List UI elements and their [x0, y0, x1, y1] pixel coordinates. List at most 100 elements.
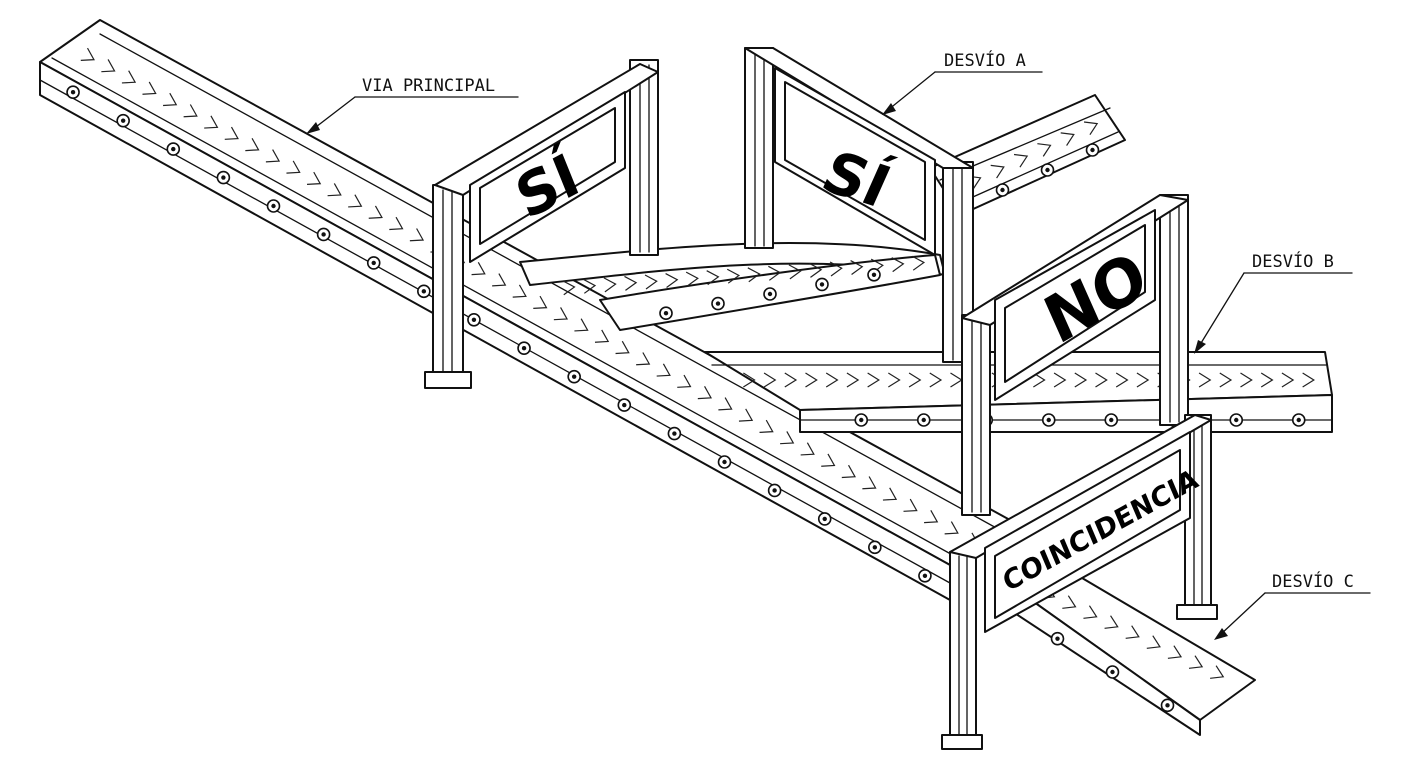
- belt-chevron: [1062, 595, 1077, 609]
- belt-chevron: [101, 59, 116, 73]
- belt-chevron: [1033, 372, 1046, 388]
- roller-hub: [672, 431, 677, 436]
- roller-hub: [271, 203, 276, 209]
- belt-chevron: [829, 261, 843, 277]
- roller-hub: [859, 417, 864, 423]
- roller-hub: [471, 317, 477, 322]
- belt-chevron: [862, 476, 877, 490]
- belt-chevron: [1136, 372, 1150, 388]
- belt-chevron: [163, 92, 178, 107]
- callout-desvio-c: DESVÍO C: [1214, 570, 1371, 640]
- belt-chevron: [1302, 372, 1315, 388]
- belt-chevron: [471, 262, 486, 276]
- roller-hub: [1234, 417, 1239, 423]
- belt-chevron: [512, 284, 527, 298]
- belt-chevron: [656, 363, 671, 377]
- belt-chevron: [929, 372, 943, 388]
- belt-chevron: [825, 372, 839, 388]
- roller-hub: [371, 260, 376, 266]
- belt-chevron: [763, 372, 777, 388]
- roller-hub: [819, 282, 825, 287]
- label-via-principal: VIA PRINCIPAL: [362, 76, 495, 96]
- belt-chevron: [492, 273, 507, 287]
- belt-chevron: [1074, 372, 1088, 388]
- belt-chevron: [1013, 153, 1029, 168]
- belt-chevron: [1115, 372, 1129, 388]
- belt-chevron: [1146, 635, 1161, 649]
- belt-chevron: [784, 372, 798, 388]
- roller-hub: [1055, 636, 1060, 641]
- belt-chevron: [685, 271, 699, 287]
- belt-chevron: [1198, 372, 1212, 388]
- belt-chevron: [706, 270, 720, 286]
- belt-chevron: [805, 372, 818, 388]
- belt-chevron: [990, 164, 1005, 179]
- belt-chevron: [726, 268, 741, 284]
- roller-hub: [1046, 417, 1051, 423]
- gate-no: [961, 194, 1189, 516]
- belt-chevron: [1219, 372, 1233, 388]
- belt-chevron: [743, 372, 756, 388]
- belt-chevron: [944, 521, 959, 535]
- belt-chevron: [327, 183, 342, 197]
- roller-hub: [822, 516, 827, 522]
- roller-hub: [70, 90, 76, 95]
- belt-chevron: [306, 171, 322, 186]
- gate-si-1: [424, 59, 659, 389]
- belt-chevron: [1125, 625, 1140, 639]
- belt-chevron: [821, 453, 836, 467]
- callout-via-principal: VIA PRINCIPAL: [306, 76, 519, 134]
- roller-hub: [1090, 147, 1095, 153]
- belt-chevron: [908, 372, 922, 388]
- belt-chevron: [644, 274, 658, 290]
- label-desvio-c: DESVÍO C: [1272, 570, 1354, 592]
- main-rollers: [66, 85, 932, 583]
- belt-chevron: [348, 194, 363, 208]
- roller-hub: [722, 459, 727, 465]
- roller-hub: [221, 175, 226, 180]
- callout-desvio-b: DESVÍO B: [1194, 250, 1353, 354]
- roller-hub: [421, 289, 427, 294]
- roller-hub: [521, 346, 527, 351]
- belt-chevron: [759, 419, 774, 434]
- belt-chevron: [1060, 132, 1075, 146]
- belt-chevron: [841, 464, 856, 479]
- belt-chevron: [409, 228, 425, 242]
- roller-hub: [571, 374, 577, 379]
- belt-chevron: [286, 160, 301, 174]
- belt-chevron: [533, 295, 548, 310]
- roller-hub: [1109, 417, 1114, 423]
- belt-chevron: [1281, 372, 1295, 388]
- roller-hub: [321, 232, 326, 237]
- belt-chevron: [1083, 605, 1098, 619]
- belt-chevron: [603, 277, 617, 293]
- roller-hub: [1296, 417, 1301, 423]
- belt-chevron: [1240, 372, 1253, 388]
- branch-a-chevrons: [562, 121, 1099, 296]
- belt-chevron: [809, 262, 823, 278]
- belt-chevron: [636, 352, 651, 366]
- roller-hub: [120, 118, 126, 123]
- roller-hub: [772, 488, 777, 493]
- roller-hub: [872, 545, 878, 550]
- label-desvio-a: DESVÍO A: [944, 49, 1026, 71]
- branch-a-rollers: [659, 143, 1100, 321]
- belt-chevron: [697, 386, 713, 400]
- belt-chevron: [1167, 645, 1183, 659]
- roller-hub: [922, 573, 928, 578]
- belt-chevron: [553, 307, 569, 321]
- belt-chevron: [1210, 665, 1225, 679]
- belt-chevron: [183, 104, 198, 118]
- roller-hub: [767, 291, 773, 297]
- belt-chevron: [1260, 372, 1274, 388]
- belt-chevron: [224, 126, 239, 140]
- label-desvio-b: DESVÍO B: [1252, 250, 1334, 272]
- belt-chevron: [677, 374, 692, 388]
- belt-chevron: [1037, 143, 1052, 157]
- belt-chevron: [888, 372, 901, 388]
- belt-chevron: [1053, 372, 1067, 388]
- belt-chevron: [80, 47, 95, 62]
- belt-chevron: [911, 255, 926, 271]
- belt-chevron: [882, 487, 898, 501]
- belt-chevron: [1104, 615, 1119, 629]
